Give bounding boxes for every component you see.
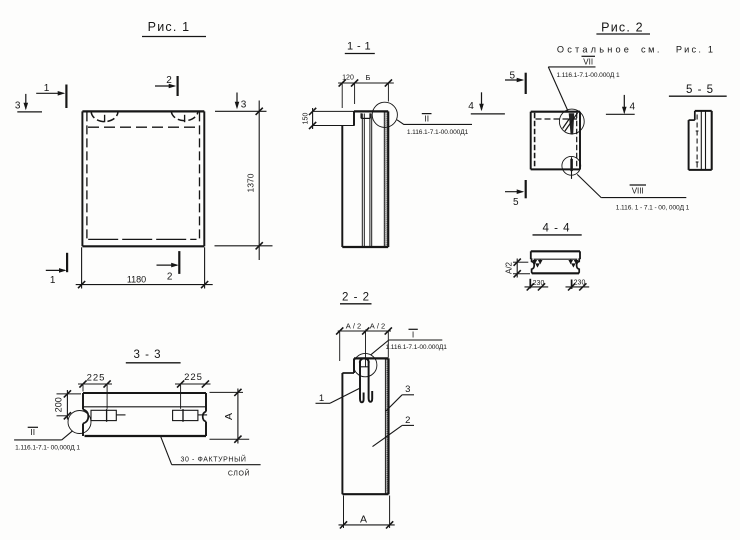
svg-text:200: 200: [54, 397, 64, 412]
svg-text:30 - ФАКТУРНЫЙ: 30 - ФАКТУРНЫЙ: [181, 455, 247, 464]
svg-text:I: I: [412, 330, 414, 340]
svg-text:225: 225: [184, 372, 203, 383]
svg-text:1.116.1-7.1-00.000Д1: 1.116.1-7.1-00.000Д1: [386, 344, 448, 351]
svg-text:5: 5: [510, 70, 516, 81]
svg-text:Рис. 1: Рис. 1: [676, 45, 715, 55]
svg-text:4: 4: [468, 101, 474, 112]
svg-text:2: 2: [166, 75, 172, 86]
svg-text:,: ,: [365, 323, 367, 332]
svg-text:VII: VII: [583, 58, 593, 67]
svg-text:Рис. 1: Рис. 1: [148, 20, 191, 34]
svg-text:5: 5: [513, 197, 519, 208]
svg-text:см.: см.: [641, 45, 662, 55]
svg-text:А/2: А/2: [504, 261, 513, 274]
svg-text:4: 4: [630, 102, 636, 113]
svg-text:1: 1: [319, 393, 324, 404]
svg-text:1.116.1-7.1- 00,000Д 1: 1.116.1-7.1- 00,000Д 1: [15, 445, 80, 452]
svg-text:Б: Б: [366, 73, 371, 82]
svg-text:1: 1: [50, 275, 56, 286]
svg-text:1: 1: [44, 83, 50, 94]
svg-text:3: 3: [405, 384, 410, 395]
svg-text:1.116.1-7.1-00.000Д 1: 1.116.1-7.1-00.000Д 1: [556, 72, 620, 79]
svg-text:150: 150: [303, 113, 310, 125]
svg-text:1 - 1: 1 - 1: [347, 41, 371, 53]
svg-text:А / 2: А / 2: [346, 321, 361, 330]
svg-text:1180: 1180: [127, 275, 146, 285]
svg-text:225: 225: [87, 373, 106, 384]
svg-text:Остальное: Остальное: [557, 45, 632, 55]
svg-text:2: 2: [167, 272, 173, 283]
svg-text:3: 3: [241, 100, 247, 111]
svg-text:3 - 3: 3 - 3: [133, 349, 161, 361]
svg-text:СЛОЙ: СЛОЙ: [228, 469, 250, 478]
svg-text:А: А: [360, 514, 367, 526]
svg-text:3: 3: [15, 101, 21, 112]
svg-text:Рис. 2: Рис. 2: [601, 21, 644, 35]
svg-text:1.116.1-7.1-00.000Д1: 1.116.1-7.1-00.000Д1: [407, 129, 469, 136]
svg-text:4 - 4: 4 - 4: [542, 223, 570, 235]
svg-text:А: А: [223, 413, 235, 420]
svg-text:230: 230: [574, 280, 586, 287]
svg-text:1.116. 1 - 7.1 - 00, 000Д 1: 1.116. 1 - 7.1 - 00, 000Д 1: [616, 204, 690, 211]
svg-text:120: 120: [342, 75, 354, 82]
svg-text:II: II: [424, 114, 429, 124]
svg-text:2: 2: [405, 415, 410, 426]
svg-text:5 - 5: 5 - 5: [686, 84, 714, 96]
svg-text:1370: 1370: [246, 173, 256, 192]
svg-text:VIII: VIII: [632, 187, 644, 196]
svg-text:230: 230: [533, 280, 545, 287]
svg-text:А / 2: А / 2: [370, 321, 385, 330]
svg-text:II: II: [30, 427, 35, 437]
svg-text:2 - 2: 2 - 2: [342, 292, 370, 304]
